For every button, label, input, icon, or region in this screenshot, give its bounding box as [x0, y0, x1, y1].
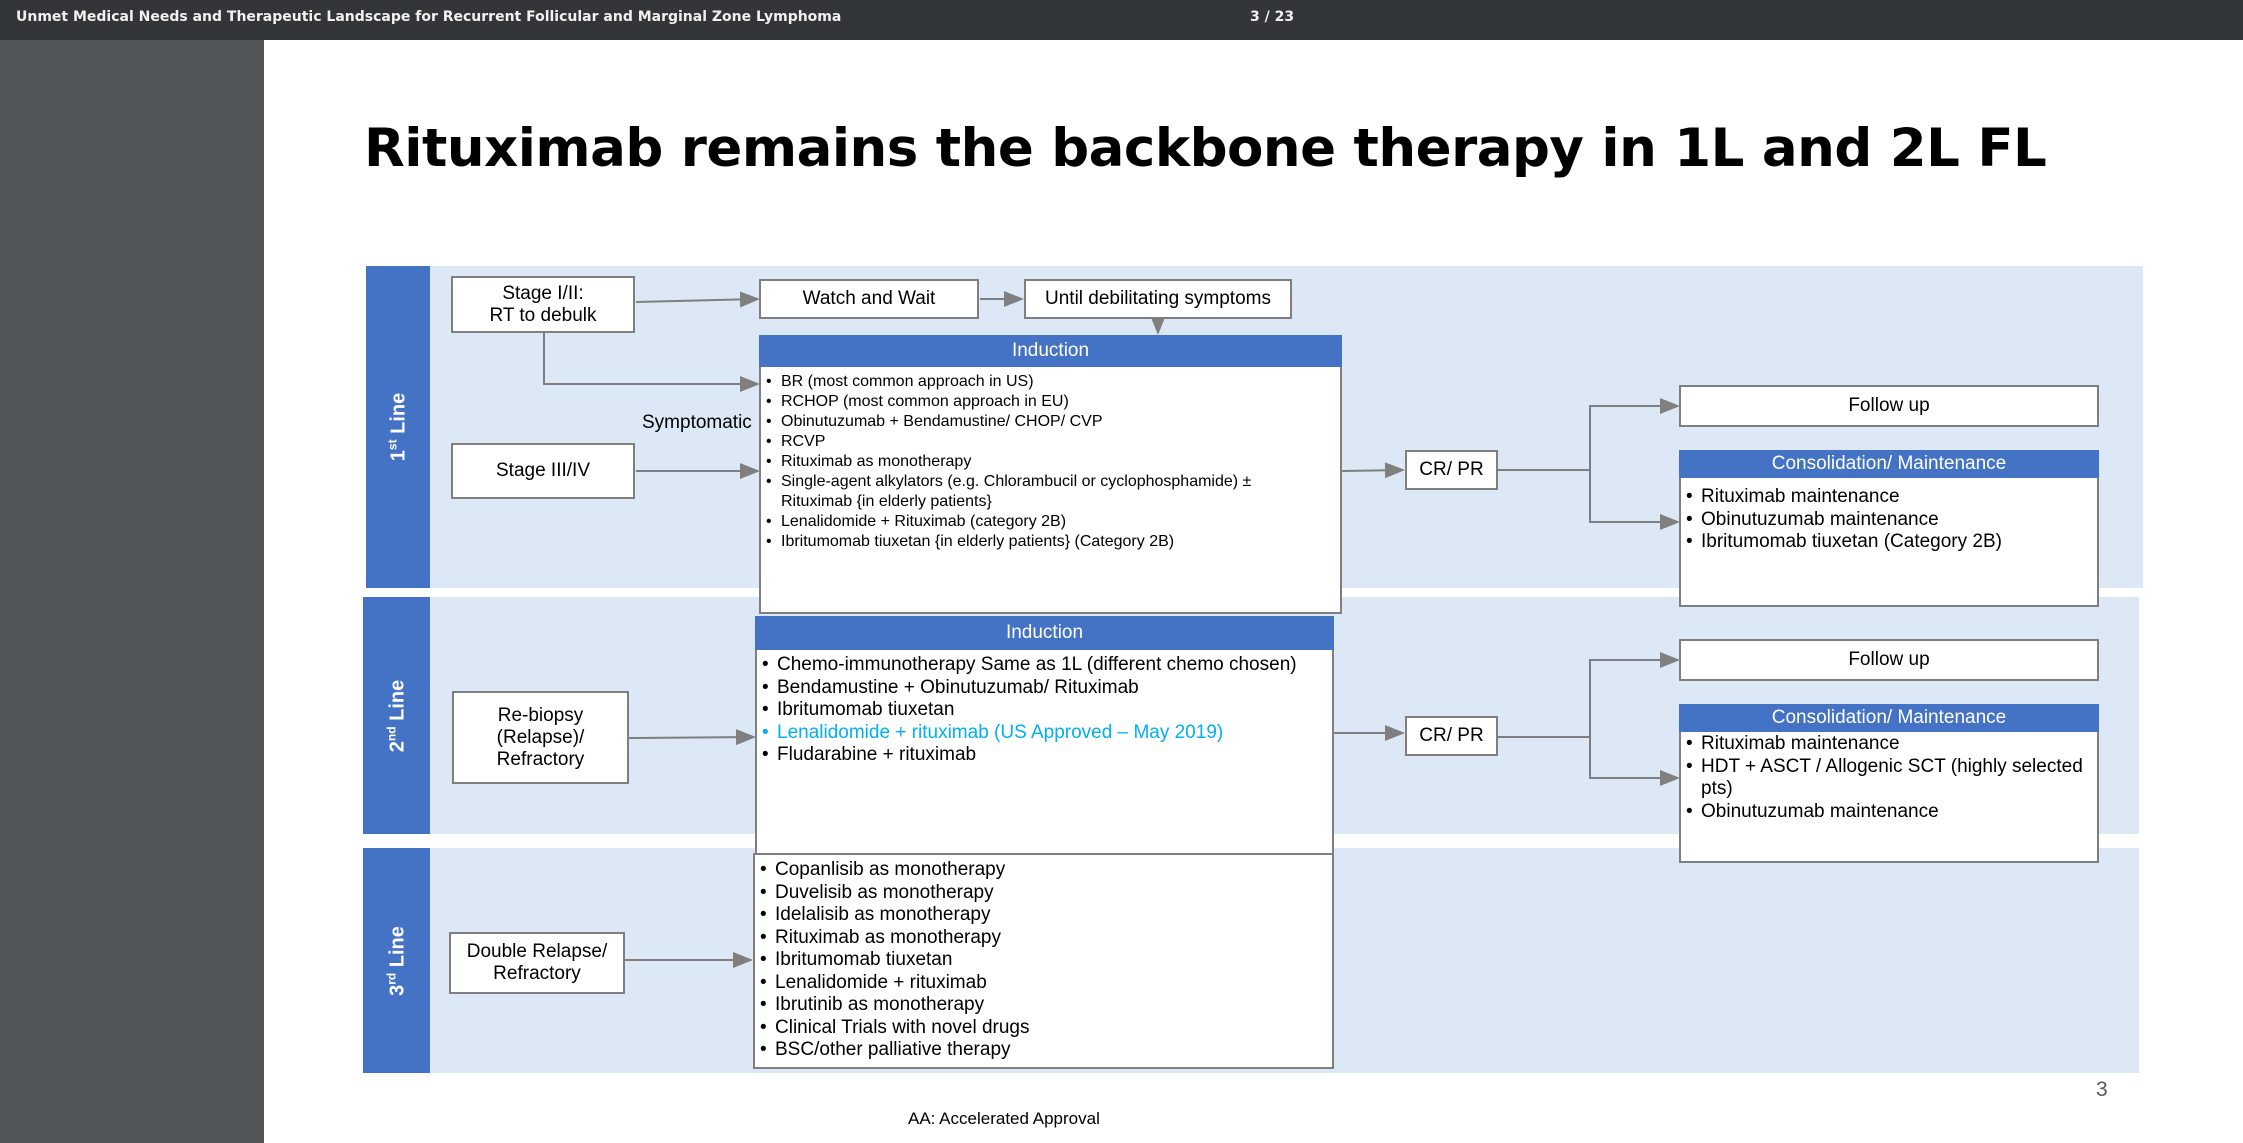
- list-item: Chemo-immunotherapy Same as 1L (differen…: [757, 654, 1332, 677]
- stage-1-2-line2: RT to debulk: [489, 304, 597, 326]
- list-item: Obinutuzumab maintenance: [1681, 801, 2091, 824]
- line3-label: 3rd Line: [363, 848, 430, 1073]
- line1-induction-panel: Induction BR (most common approach in US…: [759, 335, 1342, 614]
- flow-arrows: [543, 291, 1680, 968]
- line1-consolidation-list: Rituximab maintenance Obinutuzumab maint…: [1681, 478, 2097, 554]
- list-item: Bendamustine + Obinutuzumab/ Rituximab: [757, 677, 1332, 700]
- list-item: Rituximab maintenance: [1681, 733, 2091, 756]
- line3-therapy-panel: Copanlisib as monotherapy Duvelisib as m…: [753, 853, 1334, 1069]
- list-item: Copanlisib as monotherapy: [755, 859, 1332, 882]
- rebiopsy-line3: Refractory: [496, 748, 585, 770]
- line1-consolidation-header: Consolidation/ Maintenance: [1679, 450, 2099, 478]
- line1-induction-header: Induction: [759, 335, 1342, 367]
- line2-label: 2nd Line: [363, 597, 430, 834]
- list-item: BSC/other palliative therapy: [755, 1039, 1332, 1062]
- list-item: Clinical Trials with novel drugs: [755, 1017, 1332, 1040]
- list-item: Ibritumomab tiuxetan (Category 2B): [1681, 531, 2097, 554]
- pdf-toolbar: Unmet Medical Needs and Therapeutic Land…: [0, 0, 2243, 40]
- list-item: RCHOP (most common approach in EU): [761, 392, 1320, 412]
- list-item: Rituximab maintenance: [1681, 486, 2097, 509]
- line2-induction-header: Induction: [755, 616, 1334, 650]
- list-item: Rituximab as monotherapy: [761, 452, 1320, 472]
- list-item: Obinutuzumab + Bendamustine/ CHOP/ CVP: [761, 412, 1320, 432]
- line1-label: 1st Line: [366, 266, 430, 588]
- list-item: Ibritumomab tiuxetan {in elderly patient…: [761, 532, 1320, 552]
- rebiopsy-box: Re-biopsy (Relapse)/ Refractory: [452, 691, 629, 784]
- list-item: Rituximab as monotherapy: [755, 927, 1332, 950]
- slide-page: Rituximab remains the backbone therapy i…: [264, 40, 2243, 1143]
- stage-1-2-line1: Stage I/II:: [502, 282, 584, 304]
- line1-crpr-box: CR/ PR: [1405, 450, 1498, 490]
- list-item: Ibrutinib as monotherapy: [755, 994, 1332, 1017]
- page-indicator[interactable]: 3 / 23: [1250, 9, 1295, 25]
- line1-follow-up-box: Follow up: [1679, 385, 2099, 427]
- rebiopsy-line1: Re-biopsy: [497, 704, 584, 726]
- list-item-highlight: Lenalidomide + rituximab (US Approved – …: [757, 722, 1332, 745]
- line2-consolidation-list: Rituximab maintenance HDT + ASCT / Allog…: [1681, 732, 2097, 823]
- list-item: Lenalidomide + Rituximab (category 2B): [761, 512, 1320, 532]
- list-item: Ibritumomab tiuxetan: [757, 699, 1332, 722]
- symptomatic-label: Symptomatic: [642, 412, 752, 433]
- slide-title: Rituximab remains the backbone therapy i…: [364, 118, 2047, 179]
- line2-crpr-box: CR/ PR: [1405, 716, 1498, 756]
- list-item: HDT + ASCT / Allogenic SCT (highly selec…: [1681, 756, 2091, 801]
- line2-consolidation-header: Consolidation/ Maintenance: [1679, 704, 2099, 732]
- list-item: BR (most common approach in US): [761, 372, 1320, 392]
- watch-wait-box: Watch and Wait: [759, 279, 979, 319]
- double-relapse-box: Double Relapse/ Refractory: [449, 932, 625, 994]
- line2-consolidation-panel: Consolidation/ Maintenance Rituximab mai…: [1679, 704, 2099, 863]
- list-item: Single-agent alkylators (e.g. Chlorambuc…: [761, 472, 1320, 512]
- double-relapse-line2: Refractory: [493, 963, 581, 984]
- line2-induction-list: Chemo-immunotherapy Same as 1L (differen…: [757, 650, 1332, 767]
- list-item: Fludarabine + rituximab: [757, 744, 1332, 767]
- until-symptoms-box: Until debilitating symptoms: [1024, 279, 1292, 319]
- line2-induction-panel: Induction Chemo-immunotherapy Same as 1L…: [755, 616, 1334, 863]
- list-item: Ibritumomab tiuxetan: [755, 949, 1332, 972]
- line1-induction-list: BR (most common approach in US) RCHOP (m…: [761, 367, 1340, 552]
- list-item: RCVP: [761, 432, 1320, 452]
- line1-consolidation-panel: Consolidation/ Maintenance Rituximab mai…: [1679, 450, 2099, 607]
- double-relapse-line1: Double Relapse/: [466, 941, 608, 962]
- line3-therapy-list: Copanlisib as monotherapy Duvelisib as m…: [755, 855, 1332, 1062]
- thumbnail-sidebar: [0, 40, 264, 1143]
- stage-3-4-box: Stage III/IV: [451, 443, 635, 499]
- stage-1-2-box: Stage I/II: RT to debulk: [451, 276, 635, 333]
- slide-page-number: 3: [2096, 1078, 2108, 1101]
- document-title: Unmet Medical Needs and Therapeutic Land…: [16, 9, 842, 25]
- line2-follow-up-box: Follow up: [1679, 639, 2099, 681]
- list-item: Lenalidomide + rituximab: [755, 972, 1332, 995]
- list-item: Obinutuzumab maintenance: [1681, 509, 2097, 532]
- footnote: AA: Accelerated Approval: [908, 1109, 1100, 1128]
- rebiopsy-line2: (Relapse)/: [496, 726, 585, 748]
- list-item: Duvelisib as monotherapy: [755, 882, 1332, 905]
- list-item: Idelalisib as monotherapy: [755, 904, 1332, 927]
